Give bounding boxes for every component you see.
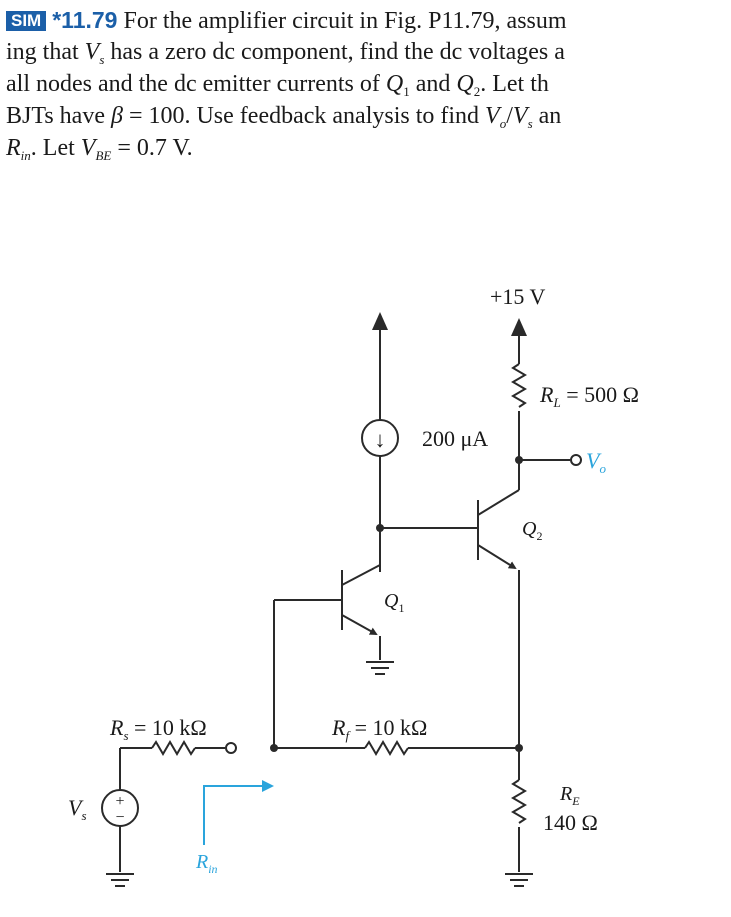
var-vbe-sub: BE: [95, 148, 112, 163]
var-vbe: V: [80, 135, 96, 161]
rin-label: Rin: [195, 851, 218, 876]
terminal-vo: [570, 454, 582, 466]
vs-label: Vs: [68, 795, 87, 823]
rl-label: RL = 500 Ω: [539, 382, 639, 410]
supply-label: +15 V: [490, 284, 546, 309]
q1-label: Q1: [384, 590, 404, 615]
problem-line-5: Rin. Let VBE = 0.7 V.: [6, 132, 731, 164]
var-rin: R: [6, 135, 21, 161]
problem-text-2a: ing that: [6, 39, 85, 65]
resistor-rs-icon: [151, 740, 196, 756]
var-q1-sub: 1: [403, 84, 410, 99]
problem-statement: SIM*11.79 For the amplifier circuit in F…: [6, 4, 731, 164]
sim-badge: SIM: [6, 11, 47, 31]
q2-collector: [477, 489, 520, 516]
var-vs-sub: s: [99, 52, 105, 67]
rs-label: Rs = 10 kΩ: [109, 715, 207, 743]
q2-emitter: [477, 544, 517, 570]
problem-text-3b: . Let th: [480, 71, 549, 97]
var-vs-2: V: [512, 103, 528, 129]
resistor-rf-icon: [364, 740, 409, 756]
var-vs-2-sub: s: [527, 116, 533, 131]
re-label-name: RE: [559, 783, 580, 808]
problem-text-4b: = 100. Use feedback analysis to find: [122, 103, 486, 129]
problem-line-1: SIM*11.79 For the amplifier circuit in F…: [6, 4, 731, 36]
current-source-arrow: ↓: [375, 427, 386, 452]
q2-label: Q2: [522, 518, 542, 543]
var-rin-sub: in: [20, 148, 31, 163]
resistor-rl-icon: [511, 363, 527, 408]
ground-vs-icon: [106, 873, 134, 887]
problem-text-4a: BJTs have: [6, 103, 111, 129]
var-q2-sub: 2: [473, 84, 481, 99]
problem-text-2b: has a zero dc component, find the dc vol…: [104, 39, 565, 65]
var-q2: Q: [456, 71, 474, 97]
resistor-re-icon: [511, 779, 527, 824]
node-rf-right: [515, 744, 523, 752]
problem-slash: /: [506, 103, 513, 129]
problem-number: *11.79: [52, 7, 118, 33]
current-source-label: 200 μA: [422, 426, 488, 451]
re-label-value: 140 Ω: [543, 810, 598, 835]
var-vo-sub: o: [499, 116, 507, 131]
rin-arrow-line: [203, 785, 262, 845]
problem-text-5a: . Let: [30, 135, 81, 161]
problem-text-1: For the amplifier circuit in Fig. P11.79…: [123, 8, 567, 34]
up-arrow-left-icon: [372, 312, 388, 330]
var-beta: β: [110, 103, 123, 129]
problem-text-3a: all nodes and the dc emitter currents of: [6, 71, 386, 97]
terminal-in: [225, 742, 237, 754]
problem-text-3and: and: [409, 71, 457, 97]
var-vo: V: [485, 103, 500, 129]
problem-line-2: ing that Vs has a zero dc component, fin…: [6, 36, 731, 68]
ground-re-icon: [505, 873, 533, 887]
q1-collector: [341, 564, 381, 586]
problem-line-3: all nodes and the dc emitter currents of…: [6, 68, 731, 100]
ground-q1-icon: [366, 661, 394, 675]
rf-label: Rf = 10 kΩ: [331, 715, 427, 743]
q1-emitter: [341, 614, 378, 635]
problem-text-5b: = 0.7 V.: [111, 135, 193, 161]
problem-line-4: BJTs have β = 100. Use feedback analysis…: [6, 100, 731, 132]
var-vs: V: [84, 39, 100, 65]
vs-plus: +: [115, 793, 124, 810]
up-arrow-supply-icon: [511, 318, 527, 336]
var-q1: Q: [385, 71, 404, 97]
node-rf-left: [270, 744, 278, 752]
vs-minus: −: [115, 809, 124, 826]
rin-arrow-icon: [262, 780, 274, 792]
problem-text-4c: an: [532, 103, 562, 129]
vo-label: Vo: [586, 448, 606, 476]
